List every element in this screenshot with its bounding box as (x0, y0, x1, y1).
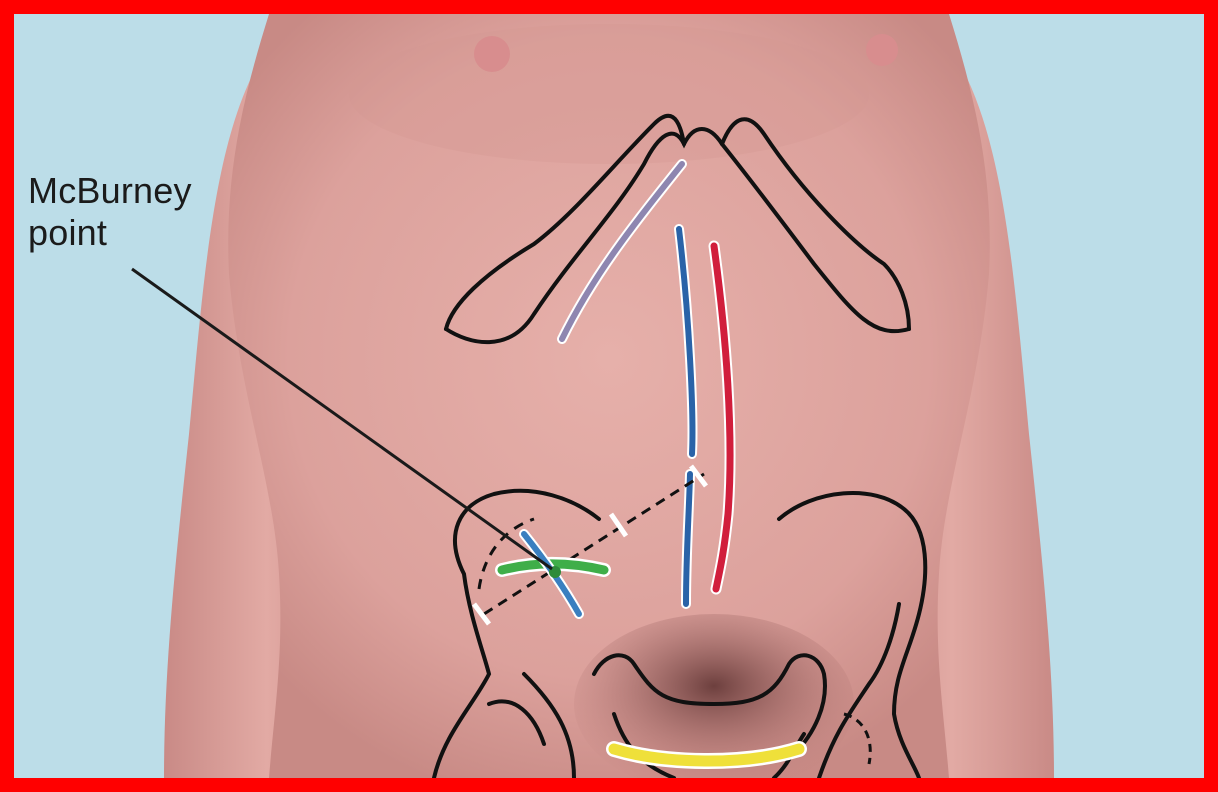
mcburney-point-label: McBurney point (28, 170, 192, 254)
torso-illustration (14, 14, 1204, 778)
chest-shadow (349, 24, 869, 164)
label-line-1: McBurney (28, 170, 192, 212)
illustration-scene: McBurney point (14, 14, 1204, 778)
right-nipple (866, 34, 898, 66)
label-line-2: point (28, 212, 192, 254)
left-nipple (474, 36, 510, 72)
